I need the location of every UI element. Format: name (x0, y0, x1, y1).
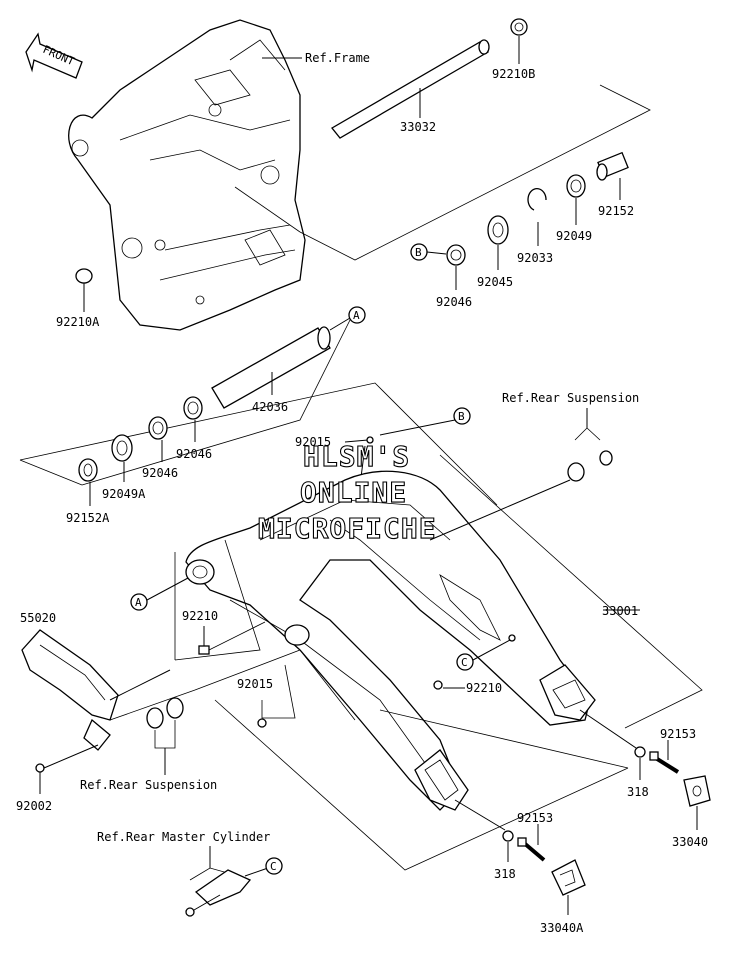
callout-a-upper (348, 306, 366, 324)
label-33040A: 33040A (540, 921, 584, 935)
label-92153-right: 92153 (660, 727, 696, 741)
label-92045: 92045 (477, 275, 513, 289)
part-92049A: 92049A (102, 434, 146, 501)
part-55020: 55020 (20, 611, 119, 751)
watermark-line-1: HLSM'S (303, 440, 410, 473)
part-92152A: 92152A (66, 458, 110, 525)
part-92002: 92002 (16, 744, 99, 813)
label-33001: 33001 (602, 604, 638, 618)
label-92015-top: 92015 (295, 435, 331, 449)
label-33032: 33032 (400, 120, 436, 134)
part-92153-lower: 92153 (517, 811, 553, 862)
label-42036: 42036 (252, 400, 288, 414)
part-318-lower: 318 (494, 830, 516, 881)
label-92152: 92152 (598, 204, 634, 218)
label-92153-lower: 92153 (517, 811, 553, 825)
label-92210-right: 92210 (466, 681, 502, 695)
callout-c-lower (265, 857, 283, 875)
part-92046-mid: 92046 (176, 396, 212, 461)
ref-rear-master-cylinder: Ref.Rear Master Cylinder (97, 830, 270, 844)
callout-c-mid-text: C (461, 656, 468, 669)
part-33040: 33040 (672, 775, 711, 849)
label-92210-left: 92210 (182, 609, 218, 623)
label-92015-lower: 92015 (237, 677, 273, 691)
watermark-line-3: MICROFICHE (258, 512, 437, 545)
label-55020: 55020 (20, 611, 56, 625)
callout-b-upper-text: B (415, 246, 422, 259)
label-33040: 33040 (672, 835, 708, 849)
part-92046-upper: 92046 (436, 244, 472, 309)
label-92210A: 92210A (56, 315, 100, 329)
ref-rear-suspension-top: Ref.Rear Suspension (502, 391, 639, 405)
part-42036: 42036 (211, 326, 331, 414)
part-92046-left: 92046 (142, 416, 178, 480)
part-92045: 92045 (477, 215, 513, 289)
part-33032: 33032 (331, 39, 490, 139)
frame-drawing (68, 19, 306, 331)
callout-b-lower-text: B (458, 410, 465, 423)
label-92049: 92049 (556, 229, 592, 243)
callout-a-lower (130, 593, 148, 611)
callout-b-upper (410, 243, 428, 261)
part-92210B: 92210B (492, 18, 535, 81)
ref-frame-label: Ref.Frame (305, 51, 370, 65)
part-92049: 92049 (556, 174, 592, 243)
label-92046-left: 92046 (142, 466, 178, 480)
part-92153-right: 92153 (649, 727, 696, 774)
part-92210A: 92210A (56, 268, 100, 329)
label-92046-mid: 92046 (176, 447, 212, 461)
part-92152: 92152 (596, 151, 634, 218)
label-92152A: 92152A (66, 511, 110, 525)
callout-c-mid (456, 653, 474, 671)
callout-a-upper-text: A (353, 309, 360, 322)
part-92033: 92033 (517, 188, 553, 265)
part-318-right: 318 (627, 746, 649, 799)
watermark: HLSM'S ONLINE MICROFICHE (257, 439, 437, 545)
label-92002: 92002 (16, 799, 52, 813)
ref-rear-suspension-bottom: Ref.Rear Suspension (80, 778, 217, 792)
watermark-line-2: ONLINE (300, 476, 407, 509)
label-92049A: 92049A (102, 487, 146, 501)
label-92210B: 92210B (492, 67, 535, 81)
front-arrow-icon: FRONT (25, 32, 83, 79)
callout-b-lower (453, 407, 471, 425)
label-318-lower: 318 (494, 867, 516, 881)
label-92046-upper: 92046 (436, 295, 472, 309)
label-92033: 92033 (517, 251, 553, 265)
label-318-right: 318 (627, 785, 649, 799)
callout-a-lower-text: A (135, 596, 142, 609)
callout-c-lower-text: C (270, 860, 277, 873)
part-33040A: 33040A (540, 859, 586, 935)
part-33001-swingarm (185, 470, 596, 811)
